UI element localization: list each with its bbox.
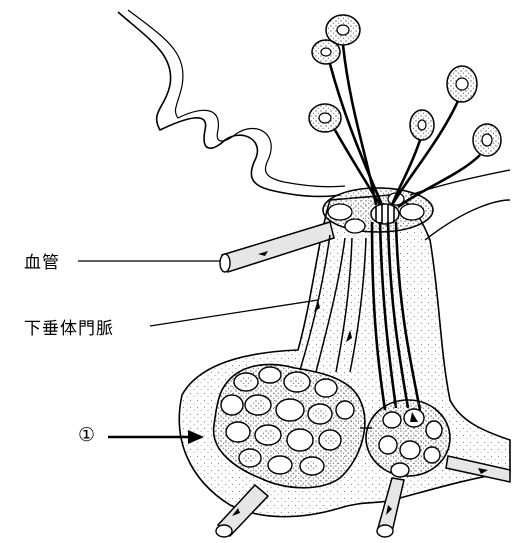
posterior-lobe-boundary [425, 200, 510, 240]
blood-vessel-label: 血管 [24, 248, 60, 273]
neuron-cell-4 [309, 104, 341, 132]
hypothalamus-inner-outline [128, 10, 345, 187]
neuron-cell-3 [447, 66, 477, 102]
marker-arrow [108, 430, 204, 444]
neuron-cell-6 [473, 124, 501, 156]
neuron-cell-2 [312, 40, 340, 64]
hypothalamus-outline [118, 12, 340, 196]
neuron-cell-5 [410, 110, 434, 140]
portal-vein-leader [150, 300, 318, 326]
marker-label: ① [78, 424, 96, 446]
portal-vein-label: 下垂体門脈 [24, 314, 114, 339]
